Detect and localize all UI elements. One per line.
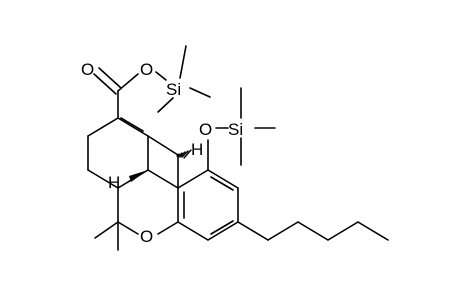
stereo-h-top-label: H: [191, 140, 203, 159]
ring-a-bond-1: [87, 117, 119, 137]
gem-methyl-left: [94, 221, 119, 239]
pentyl-bond-5: [357, 221, 389, 241]
ester-silicon-label: Si: [166, 80, 181, 99]
carbonyl-double-bond-a: [98, 67, 122, 89]
silyl-ether-group: [207, 87, 276, 171]
pentyl-bond-2: [267, 221, 299, 241]
aromatic-ring: [147, 135, 239, 241]
ring-c-bond-3: [207, 221, 239, 241]
pyran-ring: [94, 169, 179, 251]
ester-oxygen-label: O: [140, 60, 153, 79]
ring-c-bond-6: [177, 169, 209, 189]
ester-si-methyl-up: [179, 45, 187, 79]
ether-silicon-label: Si: [228, 120, 243, 139]
ring-b-bond-4: [157, 221, 179, 235]
ester-si-methyl-down: [157, 97, 174, 113]
ring-c-double-2: [210, 220, 234, 235]
stereo-h-left-label: H: [108, 173, 120, 192]
hashed-stereo-bond: [176, 149, 192, 159]
ring-c-bond-2: [177, 221, 209, 241]
ring-b-bond-1: [147, 169, 179, 189]
ring-b-bond-3: [117, 221, 139, 235]
pentyl-bond-4: [327, 221, 359, 241]
ring-c-double-3: [210, 176, 234, 191]
carbonyl-double-bond-b: [93, 73, 117, 95]
ring-a-double-bond-inner: [120, 117, 144, 132]
ester-single-bond: [117, 73, 139, 92]
carbonyl-oxygen-label: O: [81, 60, 94, 79]
ring-a-double-bond-outer: [117, 117, 149, 137]
ester-o-si-bond: [155, 71, 167, 81]
ether-oxygen-label: O: [199, 120, 212, 139]
ring-a-bond-3: [87, 169, 119, 189]
ring-oxygen-label: O: [140, 227, 153, 246]
ester-si-methyl-right: [189, 87, 211, 98]
ester-group: [93, 45, 211, 119]
pentyl-bond-3: [297, 221, 329, 241]
pentyl-chain: [237, 221, 389, 241]
pentyl-bond-1: [237, 221, 269, 241]
wedge-stereo-bond: [129, 170, 148, 182]
ring-c-bond-5: [207, 169, 239, 189]
stereocenter-ring-bond: [147, 135, 179, 156]
